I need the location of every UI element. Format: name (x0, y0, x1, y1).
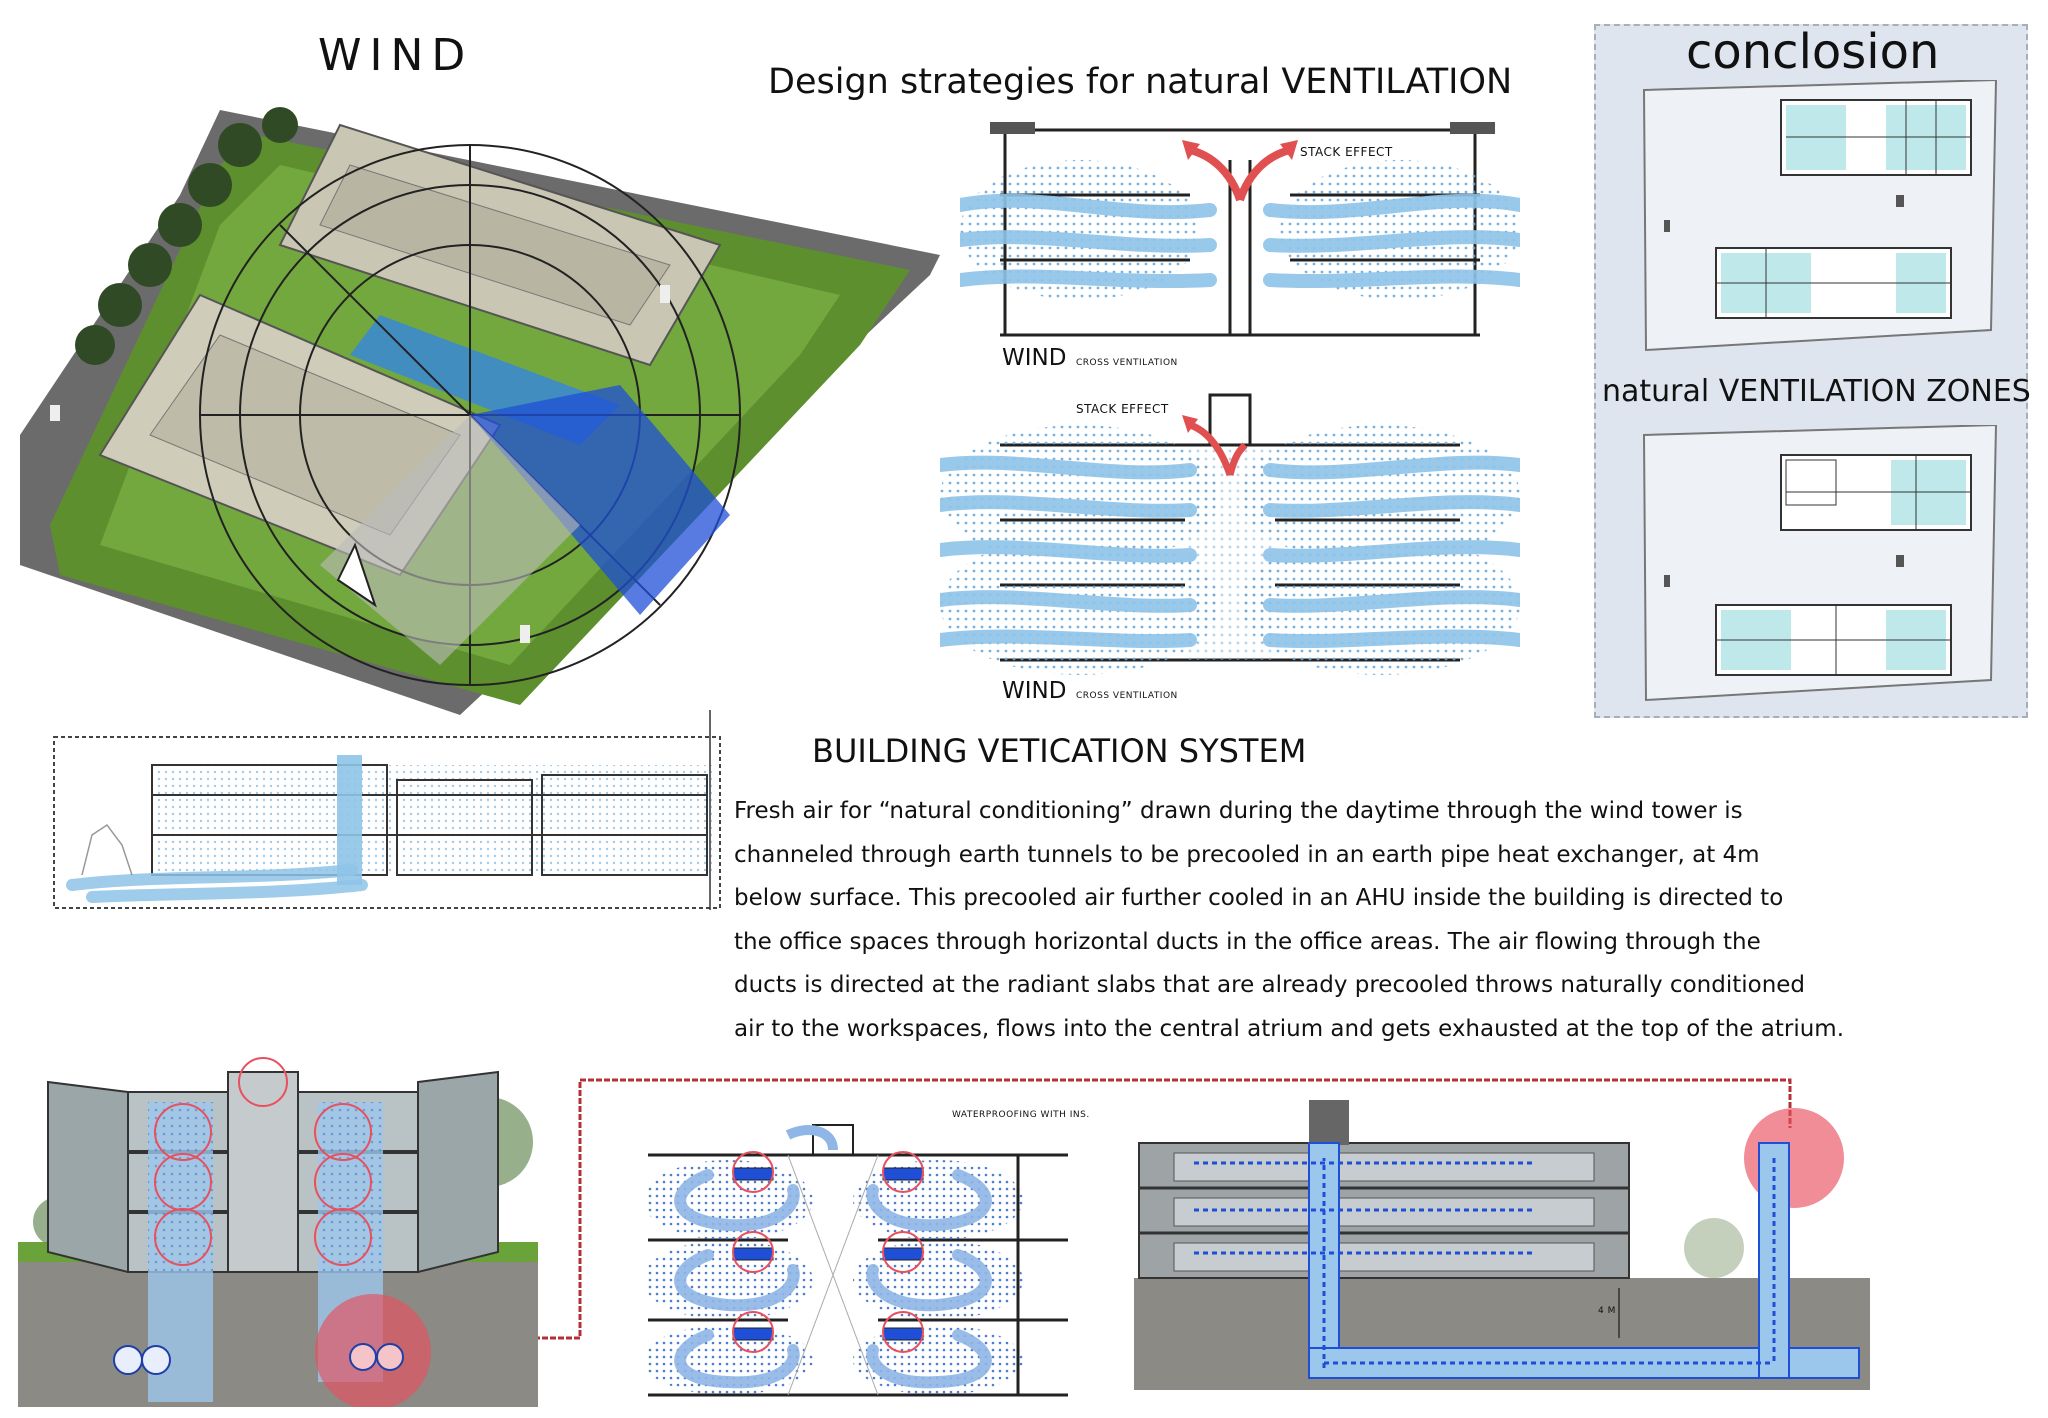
description-line: air to the workspaces, flows into the ce… (734, 1015, 1845, 1042)
section-cross-ventilation-2 (940, 393, 1520, 675)
building-system-title: BUILDING VETICATION SYSTEM (812, 732, 1307, 770)
depth-label: 4 M (1598, 1306, 1616, 1316)
wind-tower-elevation (1134, 1100, 1870, 1390)
floor-plan-top (1642, 80, 1998, 352)
description-line: channeled through earth tunnels to be pr… (734, 841, 1760, 868)
waterproofing-label: WATERPROOFING WITH INS. (952, 1110, 1090, 1120)
atrium-duct-section (648, 1124, 1068, 1397)
stack-effect-label-2: STACK EFFECT (1076, 402, 1169, 416)
cross-ventilation-label-2: CROSS VENTILATION (1076, 691, 1178, 701)
stack-effect-label-1: STACK EFFECT (1300, 145, 1393, 159)
description-line: the office spaces through horizontal duc… (734, 928, 1761, 955)
design-strategies-title: Design strategies for natural VENTILATIO… (768, 62, 1513, 102)
description-line: below surface. This precooled air furthe… (734, 885, 1784, 911)
description-line: ducts is directed at the radiant slabs t… (734, 972, 1806, 998)
callout-line (709, 710, 711, 910)
aerial-site-view (20, 107, 940, 715)
system-description: Fresh air for “natural conditioning” dra… (734, 790, 1844, 1051)
floor-plan-bottom (1642, 425, 1998, 702)
wind-label-2: WIND (1002, 678, 1067, 704)
long-section-drawing (53, 736, 721, 909)
ventilation-zones-title: natural VENTILATION ZONES (1602, 374, 2031, 409)
description-line: Fresh air for “natural conditioning” dra… (734, 798, 1743, 824)
wind-label-1: WIND (1002, 345, 1067, 371)
cross-ventilation-label-1: CROSS VENTILATION (1076, 358, 1178, 368)
wind-title: WIND (318, 30, 474, 81)
conclusion-title: conclosion (1686, 24, 1940, 80)
section-cross-ventilation-1 (960, 122, 1520, 337)
earth-tunnel-section-3d (18, 1057, 538, 1407)
